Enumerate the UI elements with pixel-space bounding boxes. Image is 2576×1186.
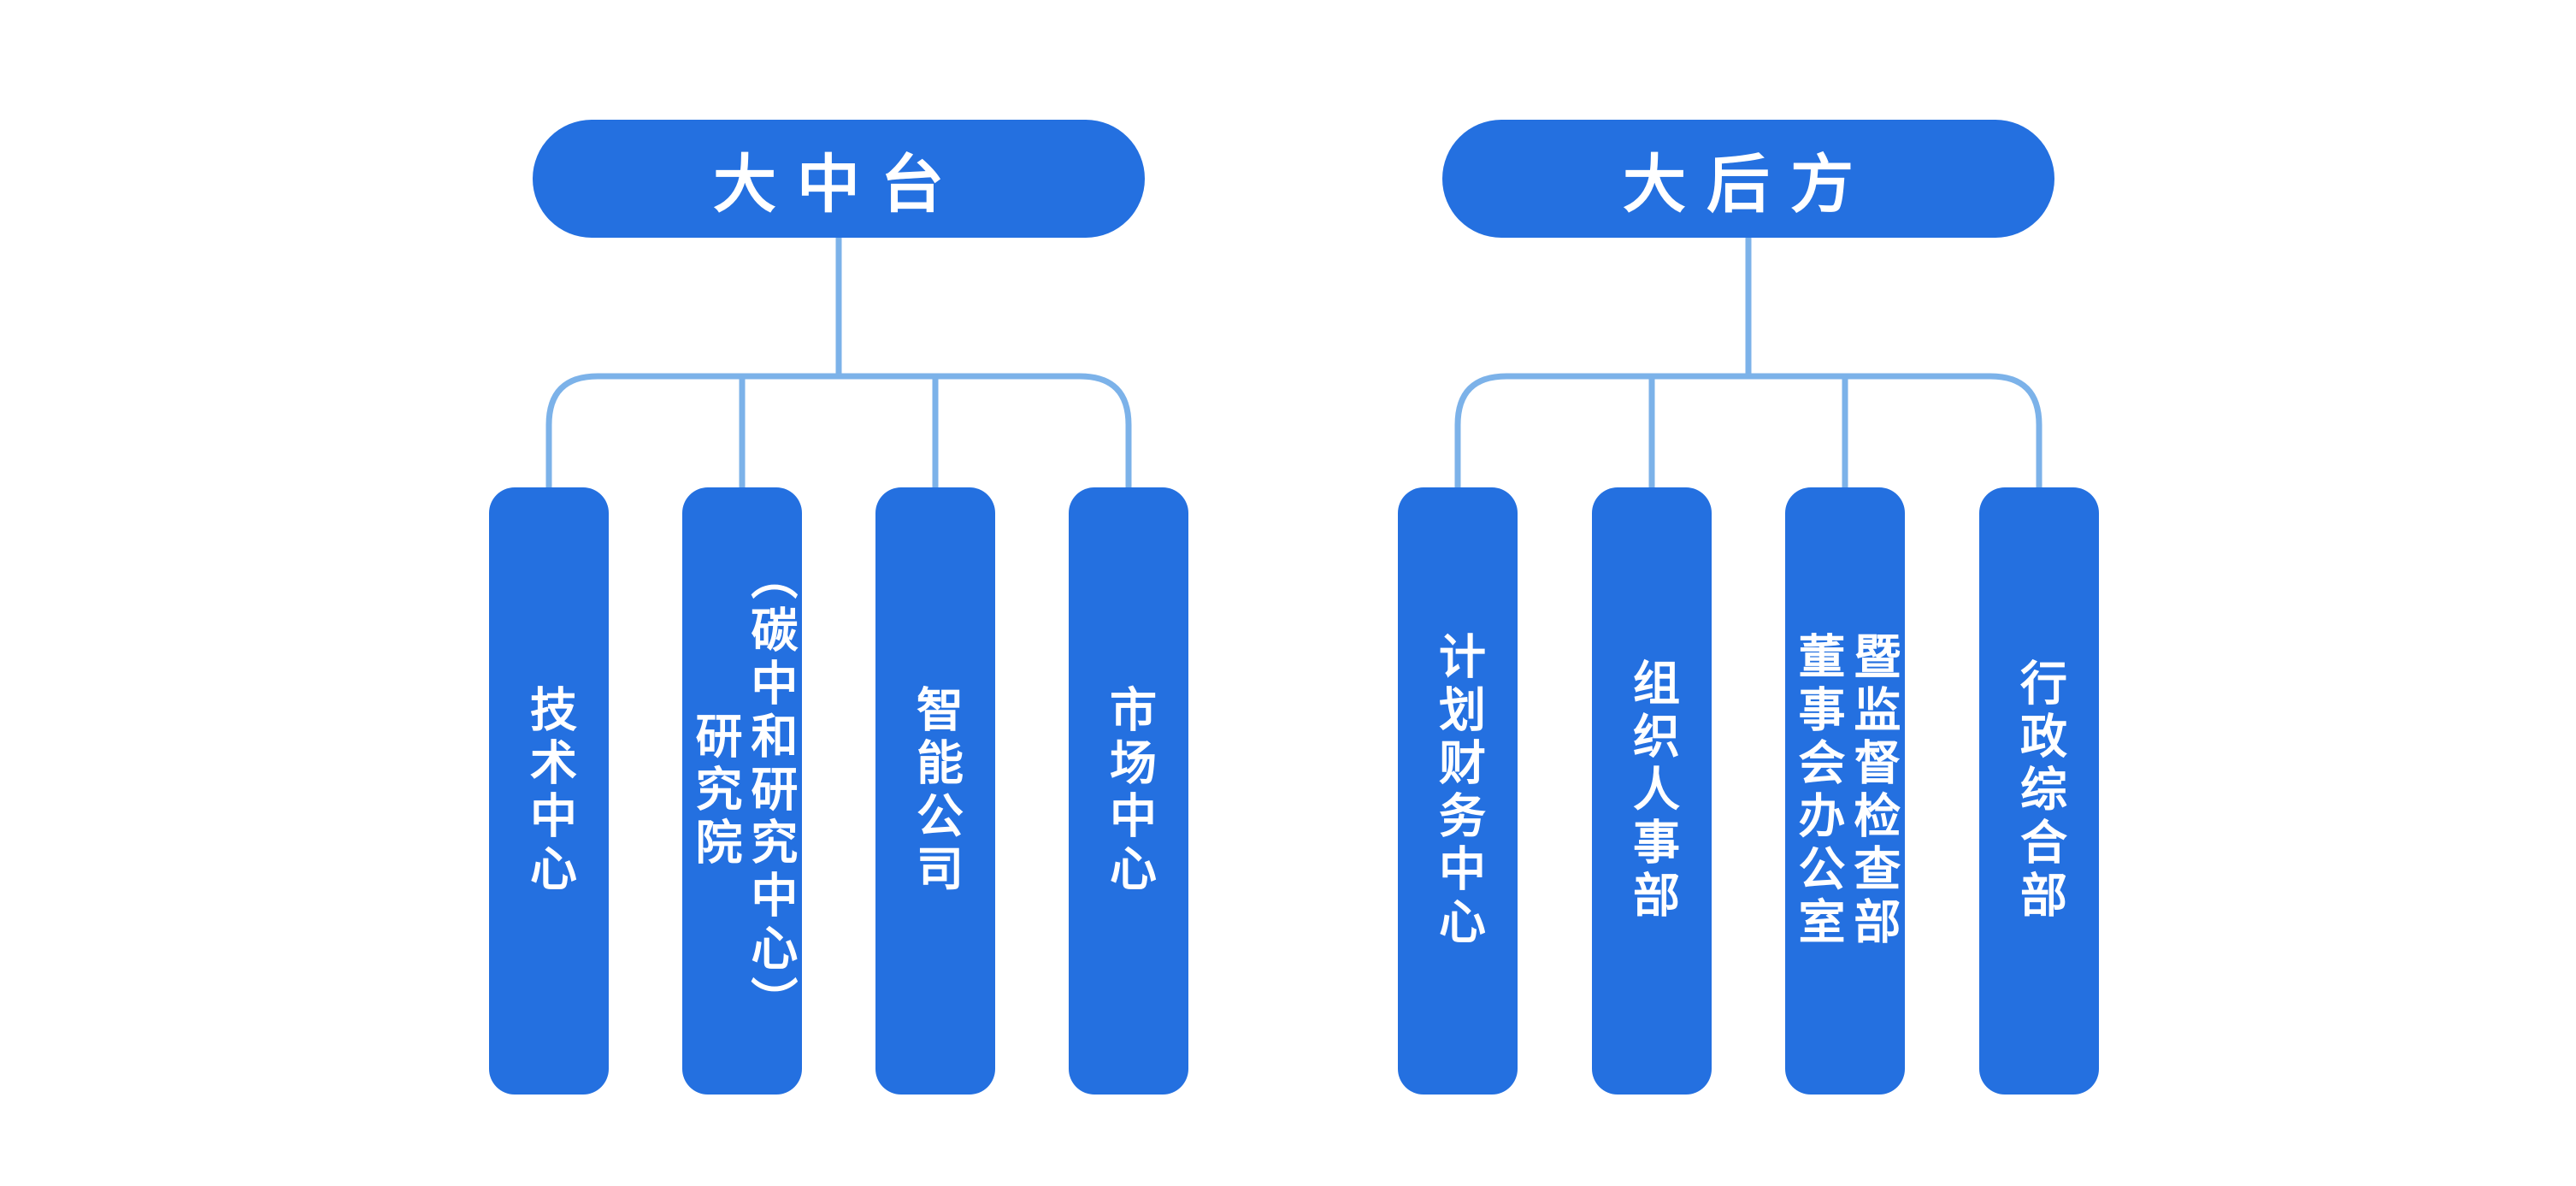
- connector-group1-bus: [545, 373, 1132, 500]
- child-node-research-institute[interactable]: 研究院 （碳中和研究中心）: [682, 487, 802, 1095]
- node-label: 市场中心: [1102, 685, 1156, 897]
- node-label: 智能公司: [909, 685, 963, 897]
- root-node-da-zhong-tai[interactable]: 大中台: [533, 120, 1145, 238]
- root-node-label: 大中台: [713, 148, 964, 220]
- node-label: 行政综合部: [2013, 658, 2066, 923]
- node-label: 董事会办公室 暨监督检查部: [1791, 632, 1900, 950]
- root-node-label: 大后方: [1623, 148, 1874, 220]
- child-node-org-personnel-dept[interactable]: 组织人事部: [1592, 487, 1712, 1095]
- child-node-market-center[interactable]: 市场中心: [1069, 487, 1188, 1095]
- child-node-intelligent-company[interactable]: 智能公司: [875, 487, 995, 1095]
- node-label: 研究院 （碳中和研究中心）: [688, 552, 797, 1030]
- child-node-admin-general-dept[interactable]: 行政综合部: [1979, 487, 2099, 1095]
- node-label: 技术中心: [522, 685, 576, 897]
- child-node-planning-finance-center[interactable]: 计划财务中心: [1398, 487, 1518, 1095]
- node-label: 计划财务中心: [1431, 632, 1485, 950]
- child-node-tech-center[interactable]: 技术中心: [489, 487, 609, 1095]
- node-label: 组织人事部: [1625, 658, 1679, 923]
- root-node-da-hou-fang[interactable]: 大后方: [1442, 120, 2054, 238]
- child-node-board-office-supervision-dept[interactable]: 董事会办公室 暨监督检查部: [1785, 487, 1905, 1095]
- connector-group2-bus: [1454, 373, 2043, 500]
